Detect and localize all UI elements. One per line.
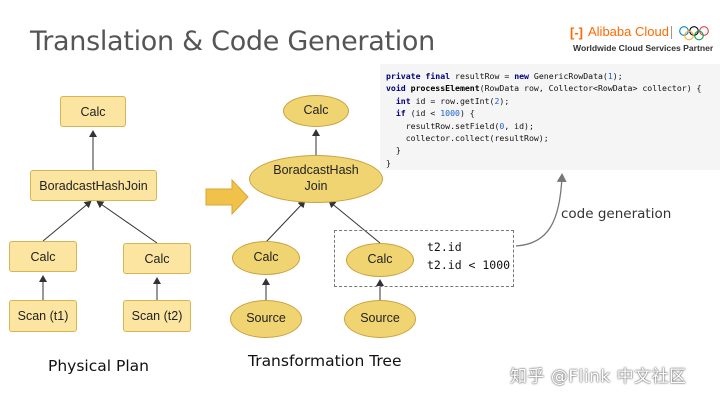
tree-calc-left: Calc (232, 241, 300, 275)
tree-join: BoradcastHash Join (249, 155, 383, 203)
tree-calc-top: Calc (283, 95, 349, 127)
tree-calc-right: Calc (346, 243, 414, 277)
alibaba-cloud-mark-icon: [-] (570, 25, 583, 40)
code-text: , id); (504, 120, 534, 131)
code-keyword: new (514, 71, 529, 81)
code-indent (386, 96, 396, 106)
code-text: ); (612, 71, 623, 81)
physical-calc-left: Calc (9, 241, 77, 272)
condition-line-2: t2.id < 1000 (427, 258, 511, 272)
physical-calc-top: Calc (60, 96, 126, 127)
translation-arrow (205, 178, 249, 216)
physical-calc-right: Calc (123, 243, 191, 274)
logo-tagline: Worldwide Cloud Services Partner (573, 43, 714, 53)
transformation-tree-caption: Transformation Tree (248, 352, 402, 370)
tree-join-line1: BoradcastHash (273, 163, 359, 178)
physical-join: BoradcastHashJoin (30, 170, 157, 201)
tree-source-left: Source (230, 300, 302, 338)
code-line-7: } (386, 145, 401, 156)
code-text: id = row.getInt( (410, 95, 495, 106)
code-text: GenericRowData( (528, 71, 608, 81)
tree-join-line2: Join (304, 179, 328, 193)
code-keyword: if (395, 108, 406, 119)
edge-calc-left-to-join (42, 200, 92, 242)
generated-code-panel: private final resultRow = new GenericRow… (380, 64, 720, 170)
code-keyword: int (395, 95, 411, 106)
condition-line-1: t2.id (427, 240, 462, 254)
code-indent (386, 108, 396, 118)
code-line-8: } (386, 157, 391, 168)
edge-tree-calc-right-to-join (328, 200, 381, 244)
edge-tree-calc-left-to-join (265, 200, 306, 243)
physical-scan-right: Scan (t2) (123, 300, 191, 332)
code-line-3: int id = row.getInt(2); (386, 95, 720, 107)
code-generation-arrow (515, 173, 567, 247)
code-number: 2 (494, 95, 500, 106)
code-line-4: if (id < 1000) { (386, 107, 720, 119)
code-number: 1 (607, 71, 613, 81)
physical-plan-caption: Physical Plan (48, 357, 149, 375)
olympic-rings-icon (679, 26, 709, 41)
slide-title: Translation & Code Generation (30, 26, 435, 57)
code-text: (RowData row, Collector<RowData> collect… (479, 83, 702, 94)
logo-brand-text: Alibaba Cloud (588, 24, 669, 39)
code-text: resultRow.setField( (386, 120, 500, 131)
code-keyword: void (386, 83, 406, 94)
code-method-name: processElement (405, 83, 480, 94)
logo-divider (671, 26, 672, 39)
edge-calc-right-to-join (96, 200, 158, 244)
tree-source-right: Source (344, 300, 416, 338)
code-generation-label: code generation (561, 206, 672, 222)
code-line-6: collector.collect(resultRow); (386, 133, 549, 144)
code-number: 1000 (440, 108, 460, 119)
code-text: (id < (405, 108, 441, 119)
code-text: ) { (459, 108, 475, 119)
alibaba-cloud-logo: [-] Alibaba Cloud Worldwide Cloud Servic… (570, 22, 714, 56)
code-text: resultRow = (450, 71, 515, 81)
code-line-1: private final resultRow = new GenericRow… (386, 70, 720, 82)
watermark: 知乎 @Flink 中文社区 (510, 367, 687, 387)
code-number: 0 (499, 120, 505, 131)
code-line-2: void processElement(RowData row, Collect… (386, 82, 720, 94)
code-keyword: private final (386, 71, 451, 81)
code-line-5: resultRow.setField(0, id); (386, 120, 720, 132)
code-text: ); (499, 95, 510, 106)
physical-scan-left: Scan (t1) (9, 300, 77, 332)
calc-condition-box (334, 230, 514, 287)
